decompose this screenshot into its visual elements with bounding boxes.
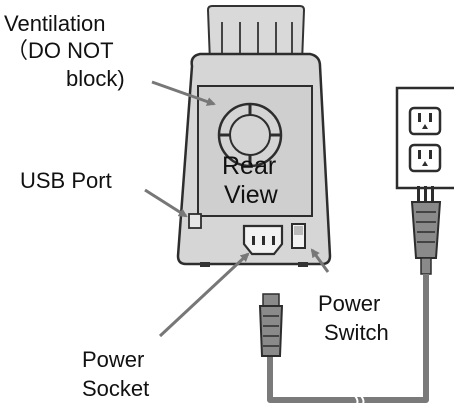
power-switch-label-line2: Switch: [324, 320, 389, 345]
outlet-receptacle-icon: [408, 143, 442, 173]
power-switch-icon: [291, 223, 306, 249]
power-socket-label: Power: [82, 347, 144, 372]
power-socket-arrow: [158, 252, 250, 338]
paper-tray: [206, 5, 306, 63]
ventilation-warning-label-end: block): [66, 66, 125, 91]
usb-port-arrow: [144, 188, 188, 218]
wall-outlet: [395, 86, 454, 190]
ventilation-label: Ventilation: [4, 11, 106, 36]
rear-view-label-line2: View: [224, 181, 279, 209]
usb-port-icon: [188, 213, 202, 229]
rear-view-label: Rear: [222, 152, 276, 180]
ventilation-arrow: [151, 80, 216, 106]
usb-port-label: USB Port: [20, 168, 112, 193]
power-cord: [267, 274, 429, 403]
ventilation-fan-icon: [217, 102, 283, 168]
device-plug-icon: [258, 293, 284, 357]
power-socket-label-line2: Socket: [82, 376, 149, 401]
outlet-receptacle-icon: [408, 106, 442, 136]
wall-plug-icon: [410, 186, 442, 275]
power-switch-arrow: [310, 248, 330, 273]
power-switch-label: Power: [318, 291, 380, 316]
power-socket-icon: [242, 224, 284, 256]
ventilation-warning-label: （DO NOT: [6, 38, 114, 63]
